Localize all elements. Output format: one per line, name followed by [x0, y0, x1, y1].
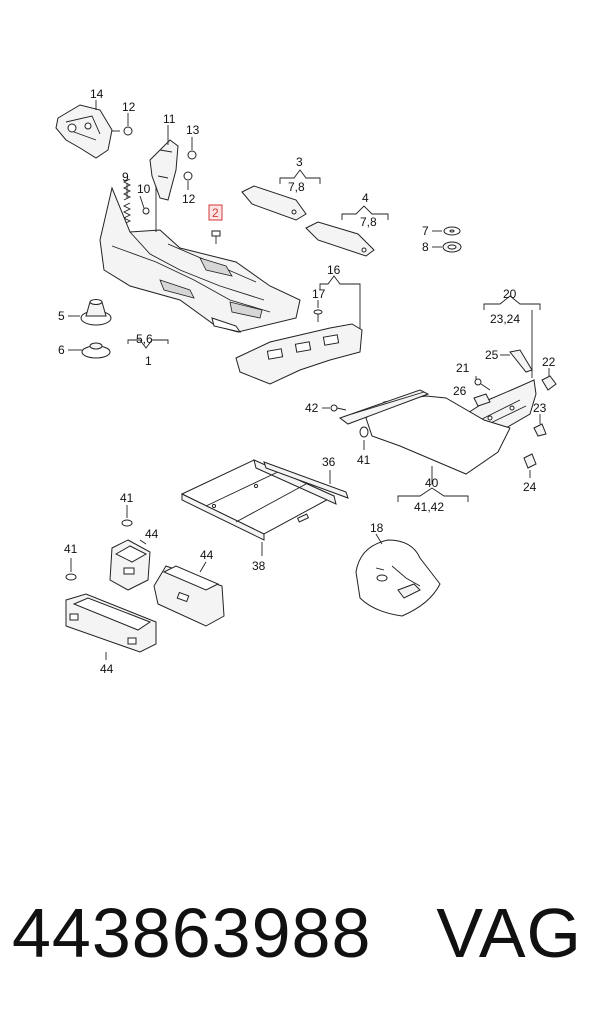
callout-26: 26 — [453, 384, 467, 398]
trim-part-36 — [263, 461, 349, 499]
callout-1: 1 — [145, 354, 152, 368]
clip-part-17 — [313, 309, 323, 322]
bumper-part-5 — [80, 299, 112, 326]
callout-21: 21 — [456, 361, 470, 375]
box-part-44-small — [109, 539, 151, 591]
callout-3-sub: 7,8 — [288, 180, 305, 194]
callout-17: 17 — [312, 287, 326, 301]
callout-20-sub: 23,24 — [490, 312, 520, 326]
callout-12-top: 12 — [122, 100, 136, 114]
callout-4: 4 — [362, 191, 369, 205]
floor-carpet-part-1 — [99, 186, 301, 333]
callout-9: 9 — [122, 170, 129, 184]
callout-4-sub: 7,8 — [360, 215, 377, 229]
mat-part-3 — [241, 185, 307, 221]
screw-part-42 — [330, 404, 347, 412]
callout-3: 3 — [296, 155, 303, 169]
callout-24: 24 — [523, 480, 537, 494]
screw-part-10 — [142, 207, 150, 215]
clip-part-23 — [533, 423, 547, 437]
callout-25: 25 — [485, 348, 499, 362]
lever-part-11 — [149, 139, 179, 201]
bumper-part-6 — [81, 342, 111, 359]
strap-part-25 — [509, 349, 533, 373]
callout-8: 8 — [422, 240, 429, 254]
callout-5-6: 5,6 — [136, 332, 153, 346]
callout-42: 42 — [305, 401, 319, 415]
callout-44-large: 44 — [100, 662, 114, 676]
screw-part-21 — [474, 378, 491, 391]
clip-part-22 — [541, 375, 557, 391]
callout-18: 18 — [370, 521, 384, 535]
bolt-part-12b — [183, 171, 193, 181]
callout-2[interactable]: 2 — [212, 206, 219, 220]
callout-11: 11 — [163, 112, 176, 126]
callout-7: 7 — [422, 224, 429, 238]
cover-part-40 — [338, 389, 511, 475]
panel-part-16 — [235, 323, 363, 385]
callout-40-sub: 41,42 — [414, 500, 444, 514]
part-number-text: 443863988 — [12, 894, 372, 972]
callout-6: 6 — [58, 343, 65, 357]
mat-part-4 — [305, 221, 375, 257]
callout-40: 40 — [425, 476, 439, 490]
floor-board-part-38 — [180, 459, 337, 541]
callout-44-medium: 44 — [200, 548, 214, 562]
callout-23: 23 — [533, 401, 547, 415]
callout-36: 36 — [322, 455, 336, 469]
clip-part-41-box — [121, 519, 133, 527]
callout-10: 10 — [137, 182, 151, 196]
bracket-part-14 — [55, 104, 113, 159]
parts-exploded-diagram: 14 12 11 13 12 9 10 2 — [55, 87, 557, 676]
callout-41-box: 41 — [120, 491, 134, 505]
pad-part-26 — [473, 393, 491, 407]
box-part-44-large — [65, 593, 157, 653]
box-part-44-medium — [153, 565, 225, 627]
callout-12-lower: 12 — [182, 192, 196, 206]
bolt-part-12 — [112, 126, 133, 136]
callout-2-highlight-box[interactable] — [208, 204, 223, 221]
callout-13: 13 — [186, 123, 200, 137]
callout-14: 14 — [90, 87, 104, 101]
clip-part-24 — [523, 453, 537, 469]
clip-part-41-mid — [359, 426, 369, 438]
callout-16: 16 — [327, 263, 341, 277]
wheel-cover-part-18 — [355, 539, 441, 617]
clip-part-41-large — [65, 573, 77, 581]
callout-38: 38 — [252, 559, 266, 573]
screw-part-13 — [187, 150, 197, 160]
clip-part-2 — [211, 230, 221, 244]
callout-41-large: 41 — [64, 542, 78, 556]
callout-44-small: 44 — [145, 527, 159, 541]
brand-text: VAG — [436, 894, 582, 972]
callout-22: 22 — [542, 355, 556, 369]
callout-41-mid: 41 — [357, 453, 371, 467]
callout-5: 5 — [58, 309, 65, 323]
callout-20: 20 — [503, 287, 517, 301]
